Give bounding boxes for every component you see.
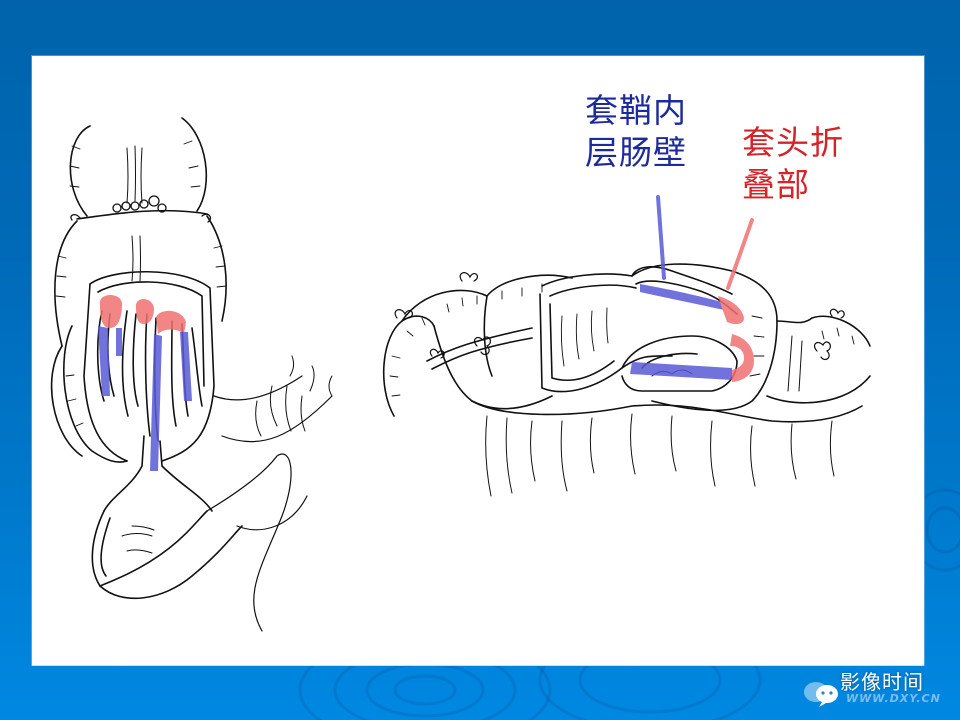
intussusception-illustrations [50,117,871,632]
label-sheath-inner-wall: 套鞘内 层肠壁 [585,90,687,174]
label-red-line2: 叠部 [742,165,810,204]
watermark-url: WWW.DXY.CN [846,692,941,705]
watermark-title: 影像时间 [840,670,924,694]
wechat-icon [804,682,838,707]
blue-pointer-line [656,195,666,280]
label-red-line1: 套头折 [742,123,844,162]
label-head-fold: 套头折 叠部 [742,122,844,206]
left-illustration [50,117,333,632]
label-blue-line2: 层肠壁 [585,133,687,172]
label-blue-line1: 套鞘内 [585,91,687,130]
right-illustration [382,263,871,497]
red-pointer-line [726,218,754,290]
slide-panel: 套鞘内 层肠壁 套头折 叠部 [32,56,924,665]
watermark: 影像时间 WWW.DXY.CN [790,662,960,717]
